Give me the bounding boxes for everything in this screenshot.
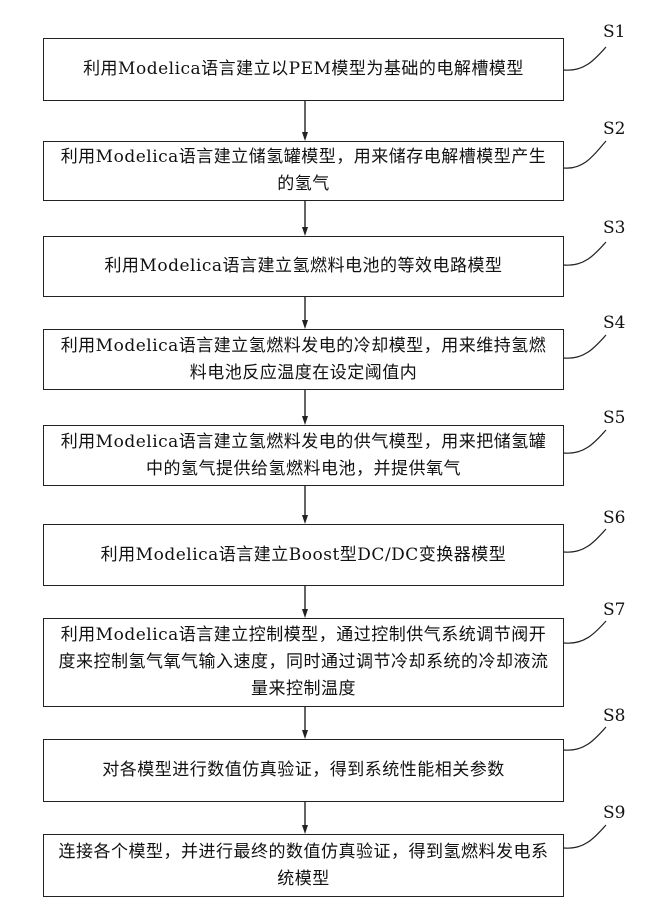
step-label-s4: S4 (603, 313, 625, 333)
step-label-s2: S2 (603, 119, 625, 139)
step-box-s2: 利用Modelica语言建立储氢罐模型，用来储存电解槽模型产生的氢气 (43, 141, 564, 201)
arrow-down-icon (302, 486, 308, 524)
step-box-s3: 利用Modelica语言建立氢燃料电池的等效电路模型 (43, 236, 564, 297)
step-label-s5: S5 (603, 408, 625, 428)
step-label-s8: S8 (603, 706, 625, 726)
step-text: 对各模型进行数值仿真验证，得到系统性能相关参数 (102, 757, 505, 784)
step-text: 利用Modelica语言建立Boost型DC/DC变换器模型 (101, 542, 507, 569)
arrow-down-icon (302, 297, 308, 329)
step-text: 利用Modelica语言建立以PEM模型为基础的电解槽模型 (83, 56, 524, 83)
arrow-down-icon (302, 101, 308, 141)
step-box-s6: 利用Modelica语言建立Boost型DC/DC变换器模型 (43, 524, 564, 586)
step-text: 利用Modelica语言建立氢燃料电池的等效电路模型 (104, 253, 502, 280)
arrow-down-icon (302, 586, 308, 618)
step-label-s6: S6 (603, 508, 625, 528)
step-box-s1: 利用Modelica语言建立以PEM模型为基础的电解槽模型 (43, 38, 564, 101)
step-label-s7: S7 (603, 600, 625, 620)
step-box-s9: 连接各个模型，并进行最终的数值仿真验证，得到氢燃料发电系统模型 (43, 834, 564, 897)
step-text: 利用Modelica语言建立氢燃料发电的供气模型，用来把储氢罐中的氢气提供给氢燃… (58, 429, 549, 483)
step-box-s8: 对各模型进行数值仿真验证，得到系统性能相关参数 (43, 739, 564, 802)
arrow-down-icon (302, 201, 308, 236)
step-label-s9: S9 (603, 803, 625, 823)
step-text: 利用Modelica语言建立氢燃料发电的冷却模型，用来维持氢燃料电池反应温度在设… (58, 333, 549, 387)
arrow-down-icon (302, 390, 308, 425)
step-label-s3: S3 (603, 218, 625, 238)
arrow-down-icon (302, 707, 308, 739)
step-text: 利用Modelica语言建立控制模型，通过控制供气系统调节阀开度来控制氢气氧气输… (58, 622, 549, 703)
step-box-s5: 利用Modelica语言建立氢燃料发电的供气模型，用来把储氢罐中的氢气提供给氢燃… (43, 425, 564, 486)
step-label-s1: S1 (603, 22, 625, 42)
step-text: 利用Modelica语言建立储氢罐模型，用来储存电解槽模型产生的氢气 (58, 144, 549, 198)
step-text: 连接各个模型，并进行最终的数值仿真验证，得到氢燃料发电系统模型 (58, 839, 549, 893)
arrow-down-icon (302, 802, 308, 834)
step-box-s7: 利用Modelica语言建立控制模型，通过控制供气系统调节阀开度来控制氢气氧气输… (43, 618, 564, 707)
step-box-s4: 利用Modelica语言建立氢燃料发电的冷却模型，用来维持氢燃料电池反应温度在设… (43, 329, 564, 390)
